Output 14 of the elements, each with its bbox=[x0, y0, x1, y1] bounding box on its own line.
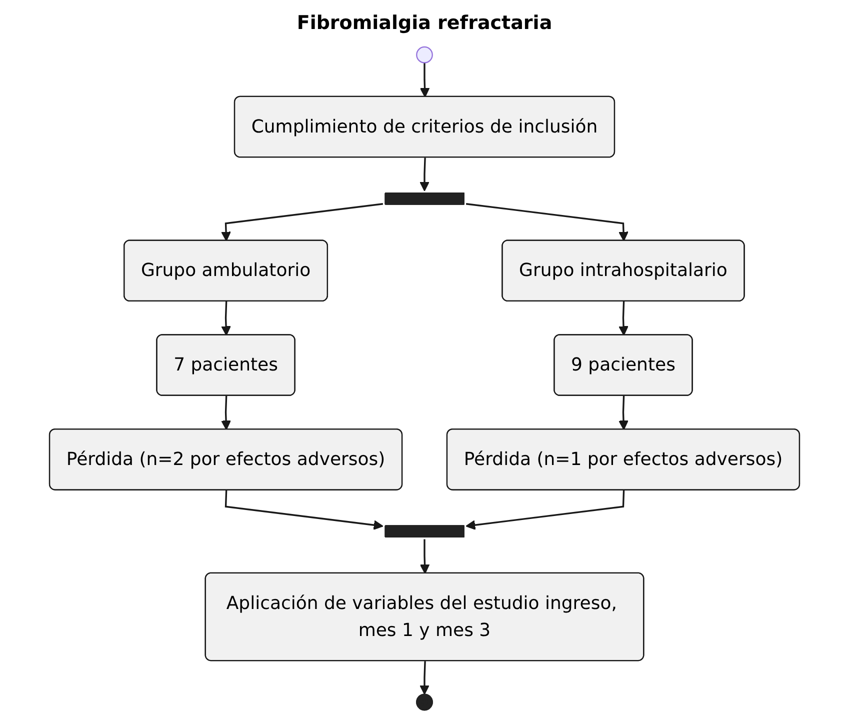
arrow bbox=[221, 302, 231, 336]
arrow bbox=[466, 490, 625, 530]
arrow bbox=[420, 539, 430, 574]
arrow bbox=[224, 490, 384, 530]
arrow bbox=[420, 661, 430, 695]
arrow bbox=[420, 158, 430, 192]
arrow bbox=[466, 203, 628, 242]
arrow bbox=[221, 203, 384, 242]
arrow bbox=[618, 302, 628, 336]
node-circle bbox=[416, 46, 433, 64]
diagram-title: Fibromialgia refractaria bbox=[296, 12, 552, 34]
arrow bbox=[221, 396, 231, 430]
arrow bbox=[420, 62, 430, 98]
arrow bbox=[618, 396, 628, 430]
